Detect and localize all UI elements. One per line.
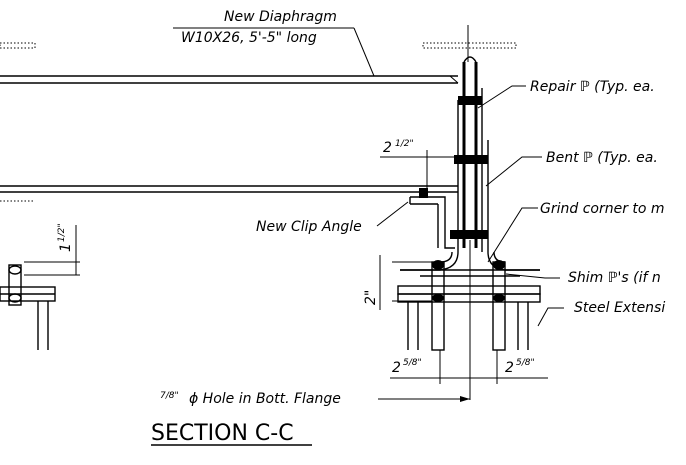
leader-lines xyxy=(173,27,564,327)
dim-2-5-8-left-whole: 2 xyxy=(392,360,401,376)
right-bearing xyxy=(397,260,541,351)
clip-angle xyxy=(409,188,455,249)
shim-plates-label: Shim ℙ's (if n xyxy=(568,270,661,286)
diaphragm-size-label: W10X26, 5'-5" long xyxy=(181,30,317,46)
hole-size-frac: 7/8" xyxy=(160,391,179,401)
hole-label: ϕ Hole in Bott. Flange xyxy=(189,391,341,407)
dim-2-5-8-right-whole: 2 xyxy=(505,360,514,376)
dim-1-half-whole: 1 xyxy=(58,243,74,252)
dim-2-5-8-right-frac: 5/8" xyxy=(516,358,535,368)
left-bearing xyxy=(0,225,80,350)
dim-1-half-frac: 1/2" xyxy=(57,223,67,242)
new-clip-angle-label: New Clip Angle xyxy=(256,219,362,235)
bent-plate-label: Bent ℙ (Typ. ea. xyxy=(546,150,658,166)
new-diaphragm-label: New Diaphragm xyxy=(224,9,337,25)
deck-hint-lines xyxy=(0,42,517,202)
dimension-lines xyxy=(378,150,548,402)
dim-2-5-8-left-frac: 5/8" xyxy=(403,358,422,368)
repair-plate-label: Repair ℙ (Typ. ea. xyxy=(530,79,655,95)
dim-2-half-frac: 1/2" xyxy=(395,139,414,149)
section-title: SECTION C-C xyxy=(151,421,294,446)
diaphragm-beam xyxy=(0,75,459,193)
dim-2-half-whole: 2 xyxy=(383,140,392,156)
dim-2-label: 2" xyxy=(363,290,379,305)
grind-corner-label: Grind corner to m xyxy=(540,201,665,217)
steel-extension-label: Steel Extensi xyxy=(574,300,665,316)
